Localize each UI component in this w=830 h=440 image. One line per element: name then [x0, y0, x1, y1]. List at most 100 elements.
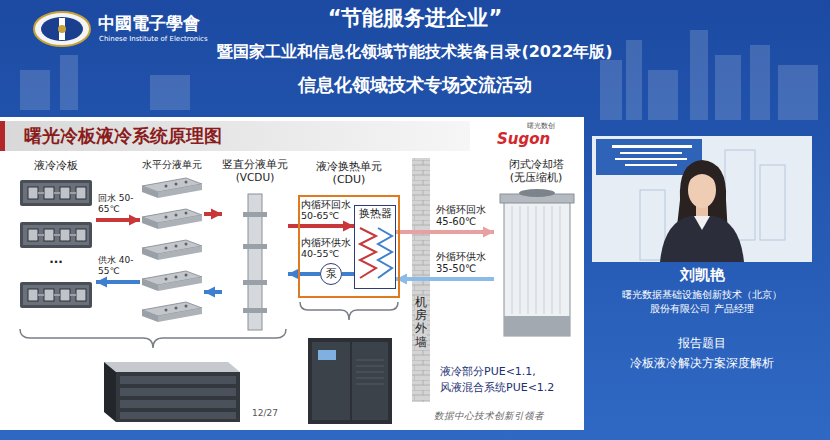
- rack-server-illustration: [120, 400, 236, 408]
- speaker-name: 刘凯艳: [680, 266, 725, 284]
- pump-label: 泵: [326, 267, 337, 280]
- society-emblem: [58, 25, 66, 33]
- event-title: “节能服务进企业”: [328, 6, 503, 31]
- cdu-unit-illustration: [308, 338, 392, 424]
- slide-title-bar: [0, 121, 470, 151]
- rack-server-illustration: [120, 376, 236, 384]
- brackets: [300, 302, 398, 320]
- skyline: [690, 30, 708, 120]
- skyline: [150, 75, 190, 110]
- rack-server-illustration: [120, 388, 236, 396]
- manifold-illustration: [142, 240, 202, 260]
- cdu-unit-illustration: [308, 338, 392, 424]
- cdu-unit-illustration: [318, 350, 336, 360]
- heat-exchanger-coil: [360, 228, 376, 278]
- flow-pipe: [96, 218, 140, 222]
- cold-plate-illustration: [20, 282, 92, 308]
- manifold-illustration: [142, 271, 202, 291]
- flow-pipe: [204, 290, 222, 294]
- flow-pipe: [204, 212, 222, 216]
- cooling-tower-illustration: [512, 206, 560, 314]
- speaker-company: 曙光数据基础设施创新技术（北京）: [622, 289, 782, 301]
- ellipsis-mark: ...: [49, 252, 63, 266]
- cdu-unit-illustration: [352, 342, 388, 420]
- vcdu-pipe: [243, 212, 267, 217]
- vcdu-pipe: [243, 280, 267, 285]
- flow-temperature: 内循环回水 50-65℃: [301, 199, 351, 222]
- node-heading: 闭式冷却塔 (无压缩机): [494, 158, 578, 184]
- cooling-tower-illustration: [519, 189, 555, 197]
- heat-exchanger-coil: [360, 228, 392, 278]
- society-emblem: [34, 12, 90, 46]
- page-number: 12/27: [252, 408, 278, 419]
- vcdu-pipe: [243, 244, 267, 249]
- flow-temperature: 内循环供水 40-55℃: [301, 237, 351, 260]
- rack-server-illustration: [116, 372, 240, 422]
- slogan: 数据中心技术创新引领者: [434, 410, 544, 421]
- flow-pipe: [396, 230, 494, 234]
- manifold-illustration: [142, 302, 202, 322]
- flow-pipe: [342, 272, 354, 276]
- cooling-tower-illustration: [504, 202, 570, 336]
- node-heading: 液冷冷板: [34, 159, 78, 172]
- node-label: 换热器: [359, 207, 392, 220]
- skyline: [715, 55, 741, 120]
- speaker-video: [592, 136, 812, 262]
- slide-title: 曙光冷板液冷系统原理图: [24, 125, 222, 147]
- node-heading: 液冷换热单元 (CDU): [314, 160, 384, 186]
- manifold-illustration: [142, 178, 202, 198]
- machine-room-wall: 机房外墙: [412, 158, 430, 402]
- flow-pipe: [288, 272, 320, 276]
- brackets: [20, 329, 286, 348]
- brand-logo-cn: 曙光数创: [527, 122, 555, 130]
- title-accent: [0, 121, 5, 151]
- report-heading: 报告题目: [678, 336, 726, 350]
- node-heading: 竖直分液单元 (VCDU): [222, 158, 288, 183]
- speaker-video: [612, 145, 692, 148]
- speaker-video: [660, 216, 744, 262]
- cooling-tower: 闭式冷却塔 (无压缩机): [494, 158, 578, 345]
- cold-plate-group: 液冷冷板...: [16, 158, 96, 325]
- slide-ground: [0, 117, 584, 430]
- skyline: [778, 65, 818, 120]
- speaker-video: [615, 158, 687, 160]
- event-subtitle: 暨国家工业和信息化领域节能技术装备目录(2022年版): [217, 42, 612, 61]
- rack-server-illustration: [104, 362, 240, 372]
- skyline: [600, 60, 622, 120]
- speaker-video: [592, 136, 812, 262]
- skyline: [20, 70, 50, 110]
- heat-exchanger: 换热器: [354, 205, 396, 289]
- node-heading: 水平分液单元: [142, 159, 202, 171]
- cold-plate-illustration: [20, 180, 92, 308]
- skyline: [626, 40, 642, 120]
- cold-plate-illustration: [20, 180, 92, 206]
- cold-plate-illustration: [20, 222, 92, 248]
- cooling-tower-illustration: [500, 189, 574, 336]
- cdu-unit-illustration: [356, 360, 384, 384]
- speaker-video: [688, 172, 716, 208]
- speaker-company: 股份有限公司 产品经理: [650, 303, 753, 315]
- society-emblem: [34, 12, 90, 46]
- cdu-unit-illustration: [312, 342, 350, 420]
- cooling-tower-illustration: [504, 316, 570, 336]
- society-name: 中國電子學會: [98, 13, 200, 33]
- vcdu-pipe: [243, 194, 267, 330]
- pue-note: 液冷部分PUE<1.1,: [440, 365, 536, 378]
- wall-label: 机房外墙: [415, 296, 427, 349]
- speaker-video: [640, 190, 665, 260]
- skyline: [750, 45, 770, 120]
- skyline: [60, 55, 78, 110]
- flow-temperature: 外循环供水 35-50℃: [436, 251, 491, 275]
- speaker-video: [694, 216, 710, 230]
- skyline: [20, 30, 818, 120]
- heat-exchanger-coil: [378, 228, 392, 278]
- event-subtitle: 信息化领域技术专场交流活动: [298, 74, 532, 96]
- pue-note: 风液混合系统PUE<1.2: [440, 381, 554, 394]
- skyline: [648, 70, 678, 120]
- manifold-illustration: [142, 209, 202, 229]
- flow-temperature: 回水 50-65℃: [98, 193, 140, 215]
- vcdu-group: 竖直分液单元 (VCDU): [222, 158, 288, 332]
